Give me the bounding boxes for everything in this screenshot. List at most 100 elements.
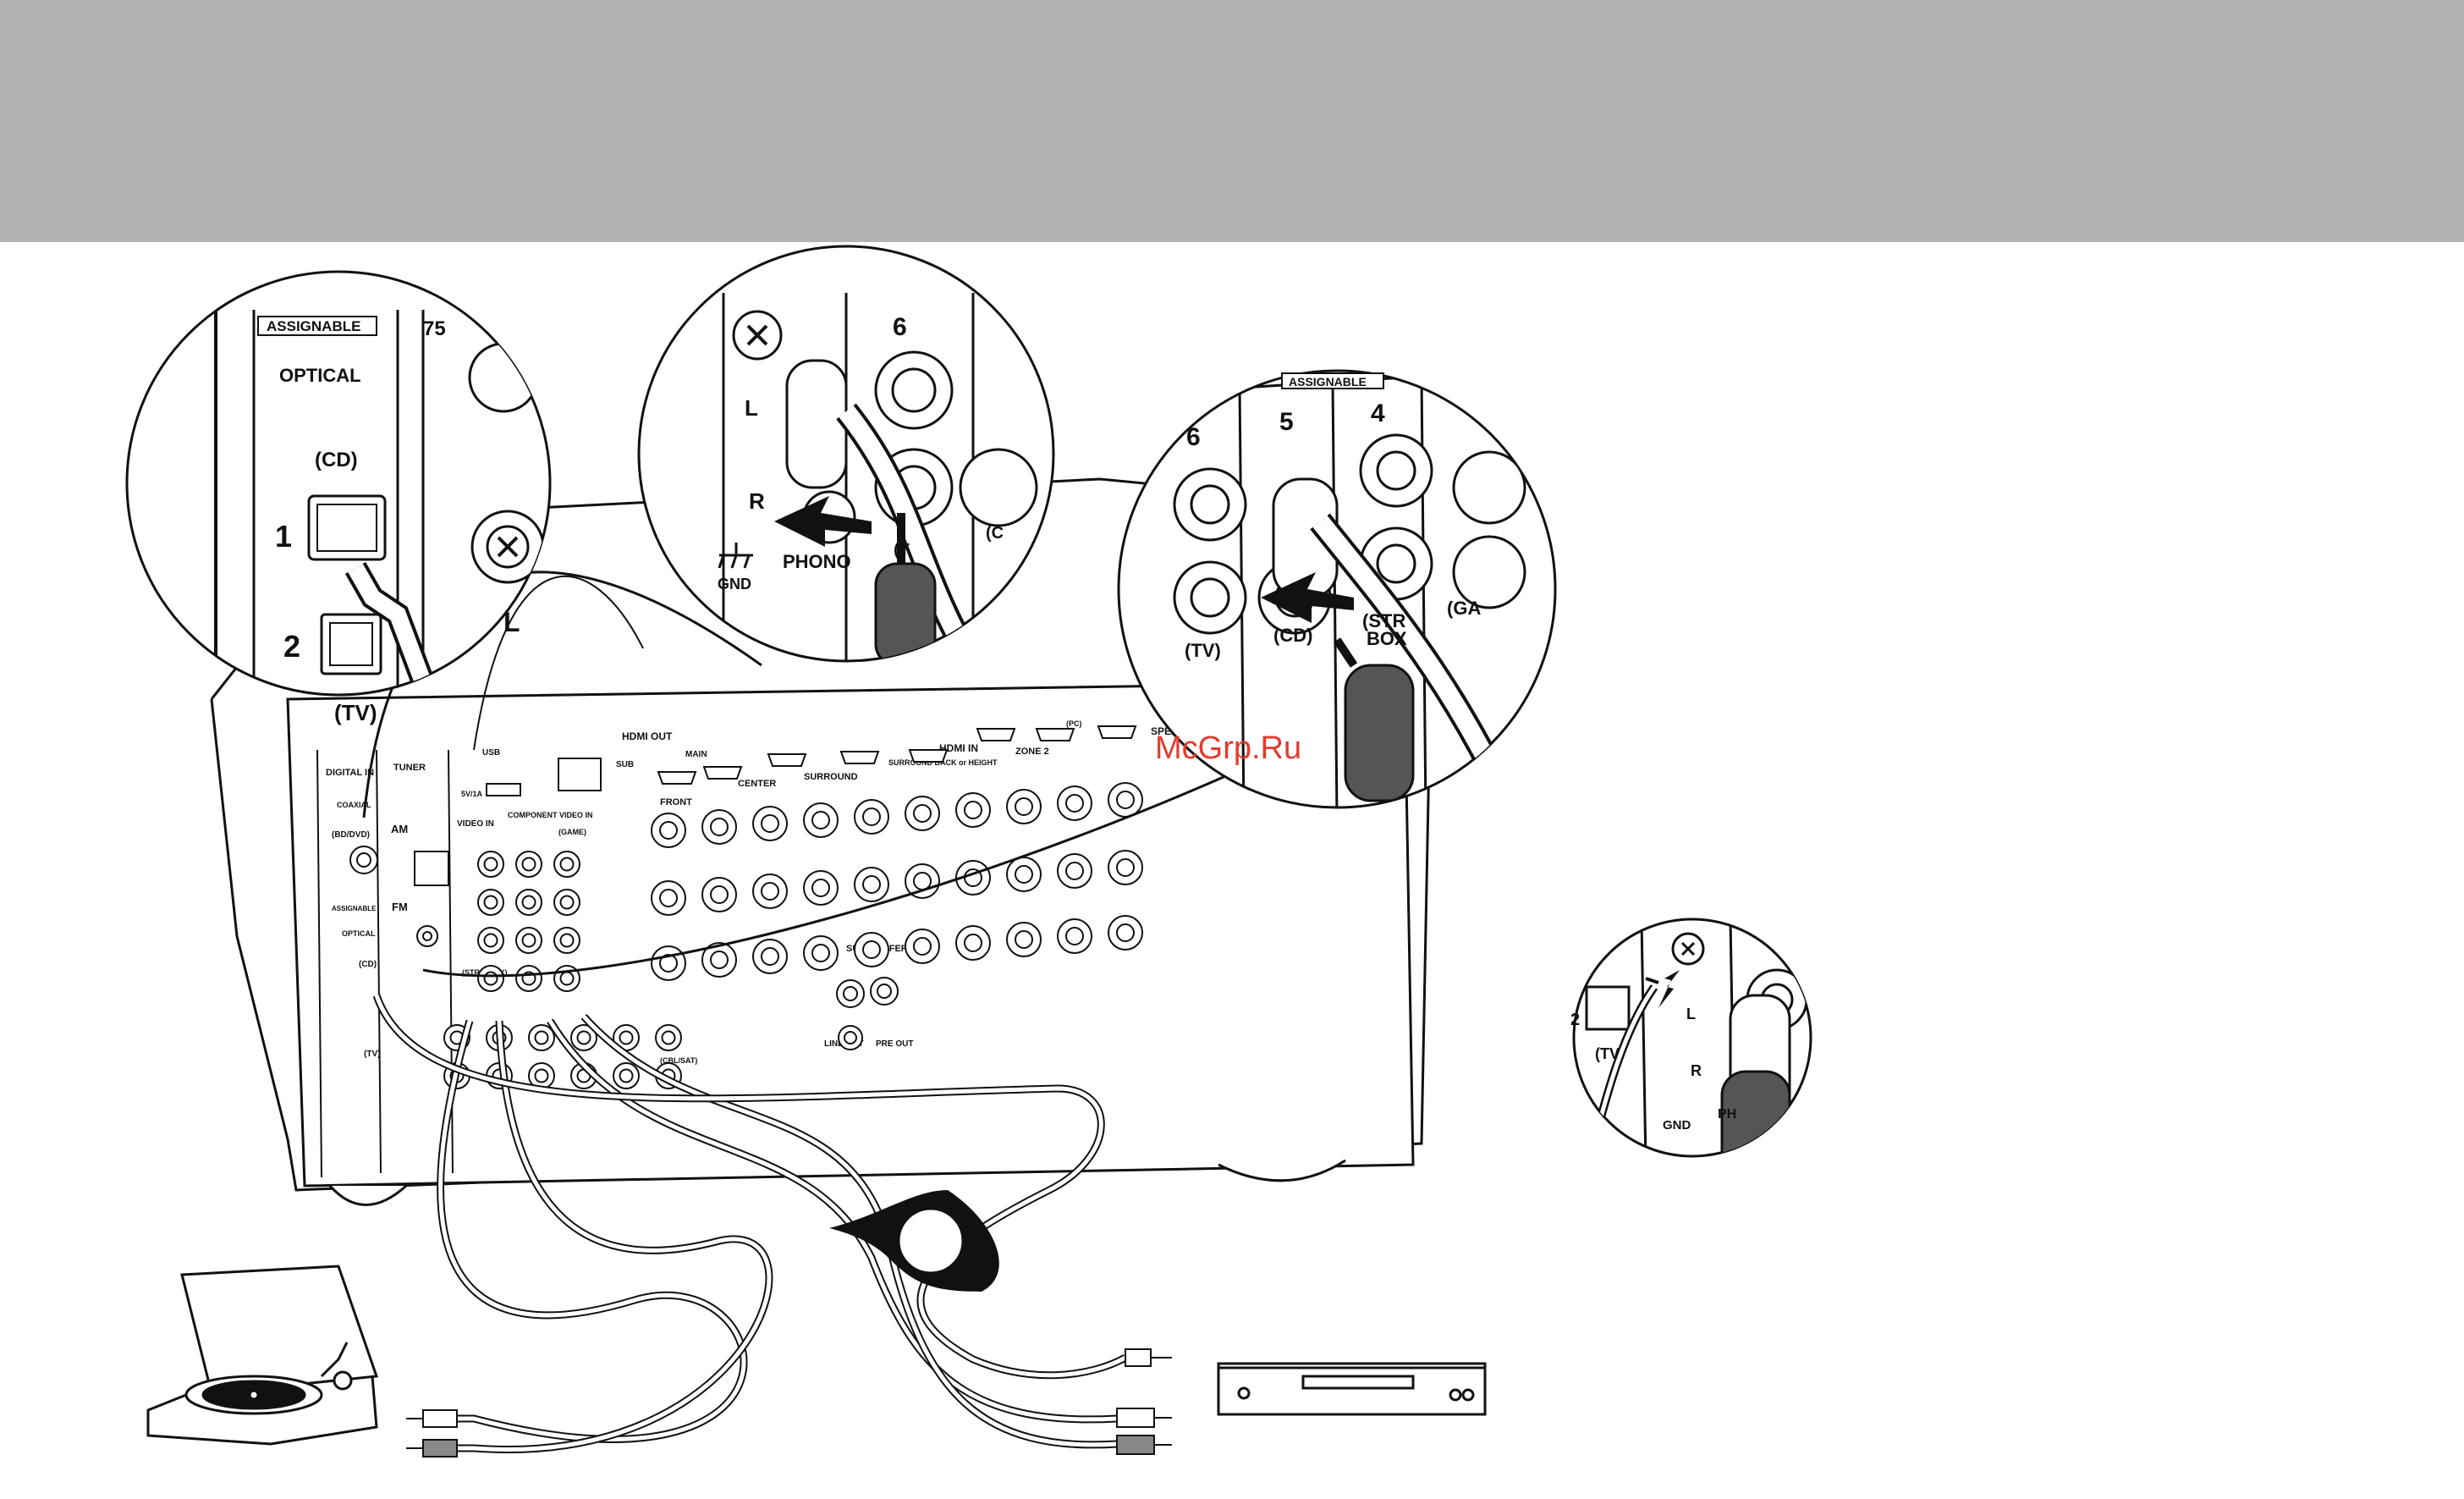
rca-jack-inner (761, 882, 779, 901)
rca-jack-inner (483, 895, 498, 910)
assignable-small-label: ASSIGNABLE (332, 905, 377, 912)
bd-dvd-label: (BD/DVD) (332, 830, 370, 840)
turntable (146, 1265, 379, 1446)
rca-jack-inner (534, 1030, 549, 1045)
callout-analog-assignable: ASSIGNABLE (1289, 375, 1367, 389)
component-label: COMPONENT VIDEO IN (508, 811, 593, 819)
rca-jack-inner (761, 814, 779, 833)
callout-phono-6: 6 (893, 313, 907, 341)
game-label: (GAME) (558, 828, 586, 836)
rca-jack-inner (534, 1068, 549, 1083)
rca-jack-inner (661, 1030, 676, 1045)
callout-phono-L: L (745, 395, 758, 421)
rca-jack-inner (913, 804, 932, 823)
rca-jack-inner (913, 937, 932, 956)
callout-gnd-2: 2 (1570, 1011, 1580, 1029)
callout-analog-box: BOX (1367, 628, 1407, 649)
video-in-label: VIDEO IN (457, 819, 494, 829)
callout-analog-cd: (CD) (1273, 625, 1312, 646)
rca-jack-inner (710, 885, 729, 904)
callout-gnd-R: R (1691, 1062, 1702, 1079)
am-label: AM (391, 823, 408, 835)
rca-jack-inner (710, 818, 729, 836)
rca-jack-inner (659, 889, 678, 907)
network-usb (414, 758, 602, 947)
callout-optical: ASSIGNABLE OPTICAL (CD) 1 2 (TV) 75 L (125, 270, 552, 725)
rca-jack-inner (559, 895, 575, 910)
rca-jack-inner (843, 986, 858, 1001)
rca-jack-inner (559, 933, 575, 948)
rca-jack-inner (913, 872, 932, 890)
usb-rating-label: 5V/1A (461, 790, 483, 798)
surround-label: SURROUND (804, 772, 858, 782)
zone2-label: ZONE 2 (1015, 747, 1049, 757)
callout-phono-c: (C (986, 524, 1004, 543)
callout-gnd-gnd: GND (1663, 1118, 1691, 1133)
callout-optical-75: 75 (423, 317, 446, 340)
callout-gnd-L: L (1686, 1006, 1696, 1022)
callout-optical-port1: 1 (275, 519, 292, 554)
hdmi-out-main-label: MAIN (685, 750, 707, 759)
rca-jack-inner (619, 1068, 634, 1083)
usb-label: USB (482, 748, 500, 758)
callout-analog-tv: (TV) (1185, 640, 1221, 661)
callout-phono-t: (T (894, 541, 910, 559)
rca-jack-inner (761, 947, 779, 966)
callout-optical-assignable: ASSIGNABLE (267, 318, 360, 334)
rca-jack-inner (619, 1030, 634, 1045)
callout-gnd: 2 (TV L R GND PH (1570, 918, 1812, 1158)
rca-jack-inner (483, 971, 498, 986)
rca-jack-inner (483, 857, 498, 872)
rca-jack-inner (521, 895, 536, 910)
watermark-text: McGrp.Ru (1155, 730, 1301, 766)
rca-jack-inner (659, 821, 678, 840)
rca-jack-inner (1116, 791, 1135, 809)
front-label: FRONT (660, 797, 692, 807)
hdmi-out-sub-label: SUB (616, 760, 634, 769)
rca-jack-inner (811, 811, 830, 829)
hdmi-out-label: HDMI OUT (622, 730, 673, 742)
callout-gnd-ph: PH (1718, 1107, 1736, 1121)
cable-separator-icon (829, 1190, 999, 1292)
rca-jack-inner (1065, 862, 1084, 880)
callout-analog-4: 4 (1371, 400, 1385, 427)
callout-phono: 6 L R PHONO GND (T (C (637, 245, 1055, 663)
callout-phono-phono: PHONO (783, 551, 851, 572)
rca-jack-inner (811, 944, 830, 962)
rca-jack-inner (576, 1030, 591, 1045)
jack-grid (349, 782, 1143, 1089)
rca-jack-inner (844, 1031, 857, 1044)
rca-jack-inner (1015, 930, 1033, 949)
rca-jack-inner (1116, 923, 1135, 942)
coaxial-label: COAXIAL (337, 801, 371, 809)
rca-jack-inner (862, 807, 881, 826)
digital-in-label: DIGITAL IN (326, 768, 374, 778)
rca-jack-inner (483, 933, 498, 948)
rca-jack-inner (521, 933, 536, 948)
rca-jack-inner (862, 875, 881, 894)
hdmi-in-ports (657, 725, 1137, 785)
callout-analog-strm: (STR (1362, 610, 1405, 631)
rca-jack-inner (964, 801, 982, 819)
fm-label: FM (392, 901, 408, 913)
rca-jack-inner (521, 857, 536, 872)
callout-optical-optical: OPTICAL (279, 365, 361, 386)
callout-gnd-tv: (TV (1595, 1045, 1620, 1062)
rca-jack-inner (862, 940, 881, 959)
callout-optical-port2: 2 (283, 629, 300, 664)
connection-diagram: HDMI IN HDMI OUT SUB MAIN USB 5V/1A SPEA… (125, 245, 1812, 1458)
callout-analog-5: 5 (1279, 408, 1294, 436)
rca-jack-inner (877, 984, 892, 999)
rca-jack-inner (1065, 794, 1084, 813)
pc-label: (PC) (1066, 719, 1082, 728)
callout-phono-gnd: GND (718, 576, 751, 592)
optical-small-label: OPTICAL (342, 929, 376, 938)
callout-phono-R: R (749, 488, 765, 514)
cable-plugs (406, 1348, 1172, 1458)
callout-optical-L: L (503, 607, 520, 637)
tv-small-label: (TV) (364, 1050, 380, 1059)
header-bar (0, 0, 2464, 242)
callout-analog-6: 6 (1186, 423, 1201, 451)
pre-out-label: PRE OUT (876, 1039, 913, 1049)
rca-jack-inner (659, 954, 678, 973)
